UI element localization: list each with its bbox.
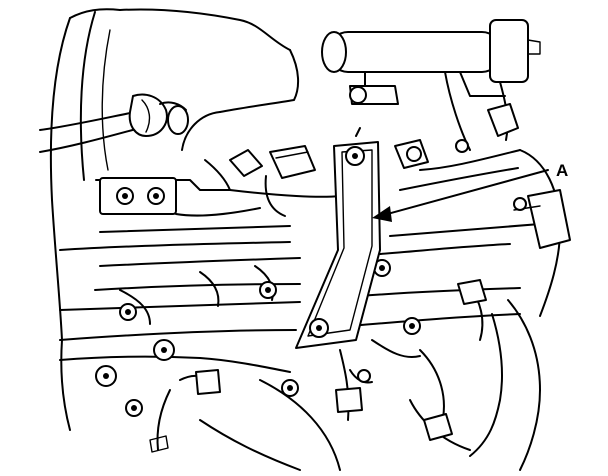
callout-leader	[372, 169, 549, 222]
valve-cover-bolts	[119, 259, 421, 397]
transmission-housing	[49, 8, 291, 341]
intake-manifold	[95, 49, 300, 217]
injector-connectors	[229, 139, 521, 217]
lower-components	[59, 339, 421, 471]
intake-cylinder	[321, 19, 541, 153]
bracket-a	[295, 127, 381, 349]
right-assembly	[409, 149, 571, 471]
upper-hose	[39, 93, 189, 153]
callout-label-a: A	[556, 161, 568, 180]
